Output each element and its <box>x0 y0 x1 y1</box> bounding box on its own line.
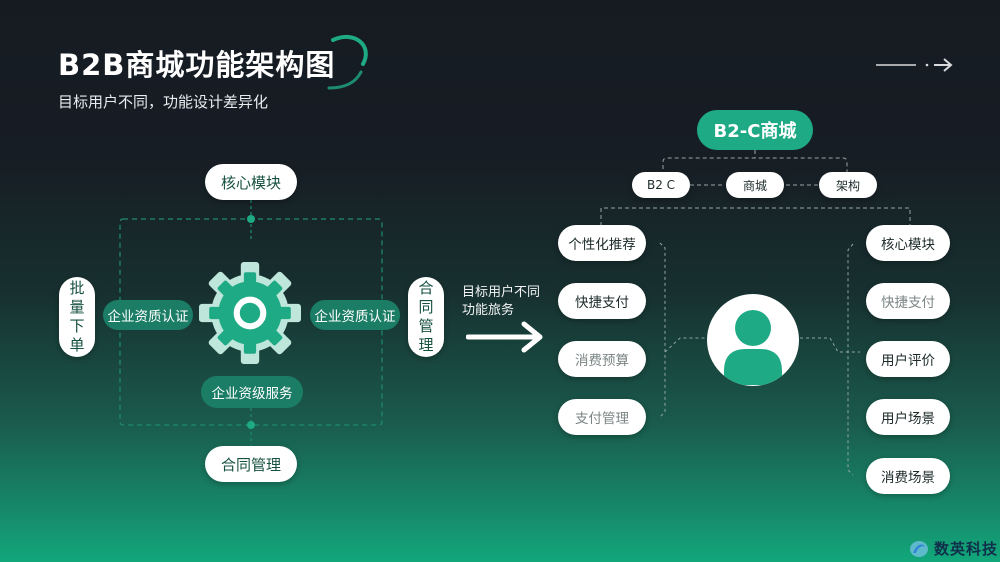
b2c-sub-node-architecture[interactable]: 架构 <box>819 172 877 198</box>
b2c-title-node[interactable]: B2-C商城 <box>697 110 813 150</box>
right-arrow-icon <box>466 321 543 353</box>
char: 批 <box>69 279 85 297</box>
char: 下 <box>69 317 85 335</box>
b2c-left-item[interactable]: 支付管理 <box>558 399 646 435</box>
b2c-left-item[interactable]: 快捷支付 <box>558 283 646 319</box>
b2b-right-vertical-node[interactable]: 合 同 管 理 <box>408 277 444 357</box>
page-title: B2B商城功能架构图 <box>58 48 336 82</box>
page-subtitle: 目标用户不同，功能设计差异化 <box>58 93 269 111</box>
transition-line-2: 功能旅务 <box>462 303 515 318</box>
b2c-sub-node-mall[interactable]: 商城 <box>726 172 784 198</box>
b2c-right-item[interactable]: 消费场景 <box>866 458 950 494</box>
char: 量 <box>69 298 85 316</box>
b2c-sub-node-b2c[interactable]: B2 C <box>632 172 690 198</box>
b2b-left-vertical-node[interactable]: 批 量 下 单 <box>59 277 95 357</box>
brand-logo: 数英科技 <box>908 538 998 559</box>
user-avatar-icon <box>707 294 799 386</box>
b2c-right-item[interactable]: 快捷支付 <box>866 283 950 319</box>
brand-name: 数英科技 <box>934 540 999 558</box>
b2c-left-item[interactable]: 个性化推荐 <box>558 225 646 261</box>
b2b-top-node[interactable]: 核心模块 <box>205 164 297 200</box>
char: 单 <box>69 336 85 354</box>
b2b-bottom-node[interactable]: 合同管理 <box>205 446 297 482</box>
b2b-left-inner-tag[interactable]: 企业资质认证 <box>103 300 193 330</box>
char: 同 <box>418 298 434 316</box>
swirl-logo-icon <box>910 540 928 557</box>
char: 管 <box>418 317 434 335</box>
b2b-right-inner-tag[interactable]: 企业资质认证 <box>310 300 400 330</box>
gear-icon <box>199 262 301 364</box>
b2c-right-item[interactable]: 核心模块 <box>866 225 950 261</box>
char: 合 <box>418 279 434 297</box>
b2c-right-item[interactable]: 用户评价 <box>866 341 950 377</box>
char: 理 <box>418 336 434 354</box>
right-arrow-icon[interactable] <box>874 56 956 74</box>
b2b-bottom-inner-tag[interactable]: 企业资级服务 <box>201 376 303 408</box>
transition-caption: 目标用户不同 功能旅务 <box>462 284 540 320</box>
transition-line-1: 目标用户不同 <box>462 285 541 300</box>
b2c-right-item[interactable]: 用户场景 <box>866 399 950 435</box>
b2c-left-item[interactable]: 消费预算 <box>558 341 646 377</box>
arc-swoosh-icon <box>327 34 368 90</box>
